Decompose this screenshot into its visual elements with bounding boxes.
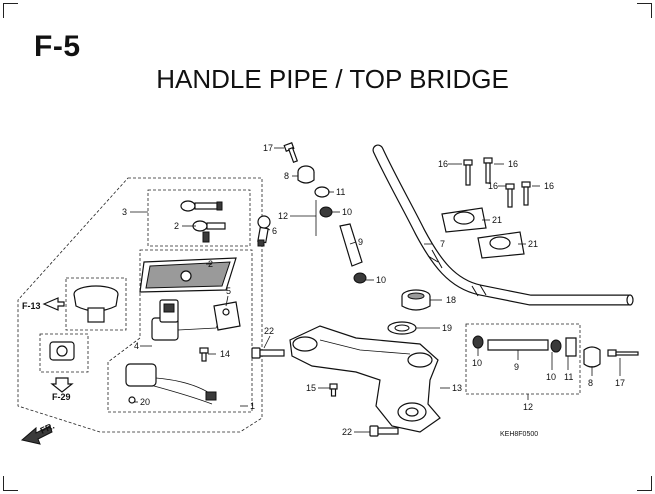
front-marker-label: FR. [39,421,56,436]
callout-10: 10 [376,275,386,285]
ignition-key [192,220,226,243]
key-cover-plate [139,257,237,293]
fuel-cap-ref [42,285,119,323]
callout-4: 4 [134,341,139,351]
callout-14: 14 [220,349,230,359]
section-code: F-5 [34,30,81,63]
spring-washer [319,206,333,218]
callout-1: 1 [250,401,255,411]
collar-set-box [465,323,639,395]
diagram-title: HANDLE PIPE / TOP BRIDGE [156,64,509,94]
callout-3: 3 [122,207,127,217]
callout-8: 8 [284,171,289,181]
callout-22: 22 [264,326,274,336]
callout-2: 2 [208,259,213,269]
callout-10: 10 [472,358,482,368]
callout-18: 18 [446,295,456,305]
corner-mark [3,3,18,18]
callout-12: 12 [523,402,533,412]
callout-16: 16 [544,181,554,191]
collar-bolt [283,142,299,164]
screw [329,383,338,397]
corner-mark [637,3,652,18]
callout-10: 10 [342,207,352,217]
callout-9: 9 [514,362,519,372]
holder-bolt [505,183,515,208]
callout-16: 16 [508,159,518,169]
damper-rubber [401,289,431,311]
callout-21: 21 [528,239,538,249]
flange-bolt [369,425,399,437]
front-direction-arrow [20,425,53,445]
switch-bracket [213,301,241,331]
callout-20: 20 [140,397,150,407]
handle-pipe-holder-upper [477,231,525,259]
callout-11: 11 [564,372,573,382]
callout-13: 13 [452,383,462,393]
leader-lines [130,147,621,433]
callout-9: 9 [358,237,363,247]
corner-mark [637,476,652,491]
seat-lock-ref [49,341,75,393]
holder-bolt [521,181,531,206]
dust-seal [314,186,330,198]
callout-21: 21 [492,215,502,225]
callout-22: 22 [342,427,352,437]
callout-16: 16 [438,159,448,169]
ignition-key [180,200,223,212]
handle-pipe [372,144,634,306]
callout-17: 17 [615,378,625,388]
callout-17: 17 [263,143,273,153]
cap-nut [297,165,315,184]
callout-2: 2 [174,221,179,231]
collar-pipe [339,223,363,267]
switch-harness [125,363,217,405]
callout-6: 6 [272,226,277,236]
callout-15: 15 [306,383,316,393]
callout-8: 8 [588,378,593,388]
cross-ref-f13: F-13 [22,301,41,311]
diagram-code: KEH8F0500 [500,431,538,438]
callout-5: 5 [226,286,231,296]
top-bridge [289,325,441,433]
handle-pipe-holder-upper [441,207,487,233]
spring-washer [353,272,367,284]
callout-7: 7 [440,239,445,249]
key-set-assembly-group [17,177,263,433]
holder-bolt [483,157,493,184]
callout-11: 11 [336,187,345,197]
washer-ring [387,321,417,335]
ignition-switch [151,299,223,341]
flange-bolt [251,347,285,359]
screw [199,347,209,362]
corner-mark [3,476,18,491]
callout-12: 12 [278,211,288,221]
callout-19: 19 [442,323,452,333]
callout-16: 16 [488,181,498,191]
callout-10: 10 [546,372,556,382]
spare-key [257,215,271,247]
cross-ref-f29: F-29 [52,392,71,402]
holder-bolt [463,159,473,186]
